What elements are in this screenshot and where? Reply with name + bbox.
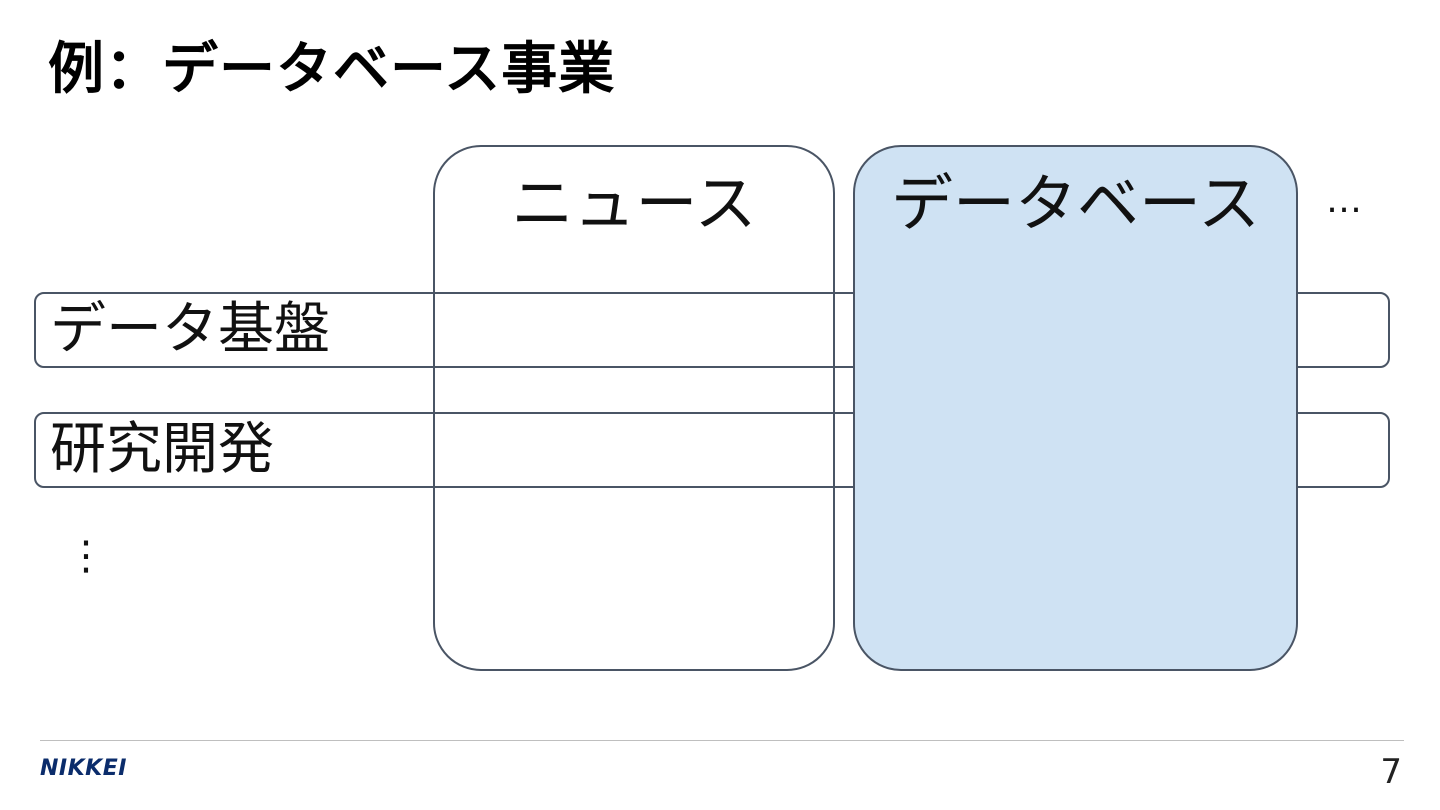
more-columns-ellipsis: … — [1326, 180, 1362, 221]
column-news-label: ニュース — [511, 167, 757, 240]
column-database: データベース — [853, 145, 1298, 671]
slide-title: 例：データベース事業 — [48, 37, 616, 102]
page-number: 7 — [1380, 752, 1402, 792]
column-database-label: データベース — [891, 167, 1260, 240]
nikkei-logo: NIKKEI — [40, 756, 127, 781]
row-label-research: 研究開発 — [50, 417, 274, 482]
row-bar-data-platform — [34, 292, 1390, 368]
more-rows-ellipsis: ⋮ — [66, 533, 106, 579]
row-bar-research — [34, 412, 1390, 488]
row-label-data-platform: データ基盤 — [50, 297, 330, 362]
footer-divider — [40, 740, 1404, 741]
column-news: ニュース — [433, 145, 835, 671]
